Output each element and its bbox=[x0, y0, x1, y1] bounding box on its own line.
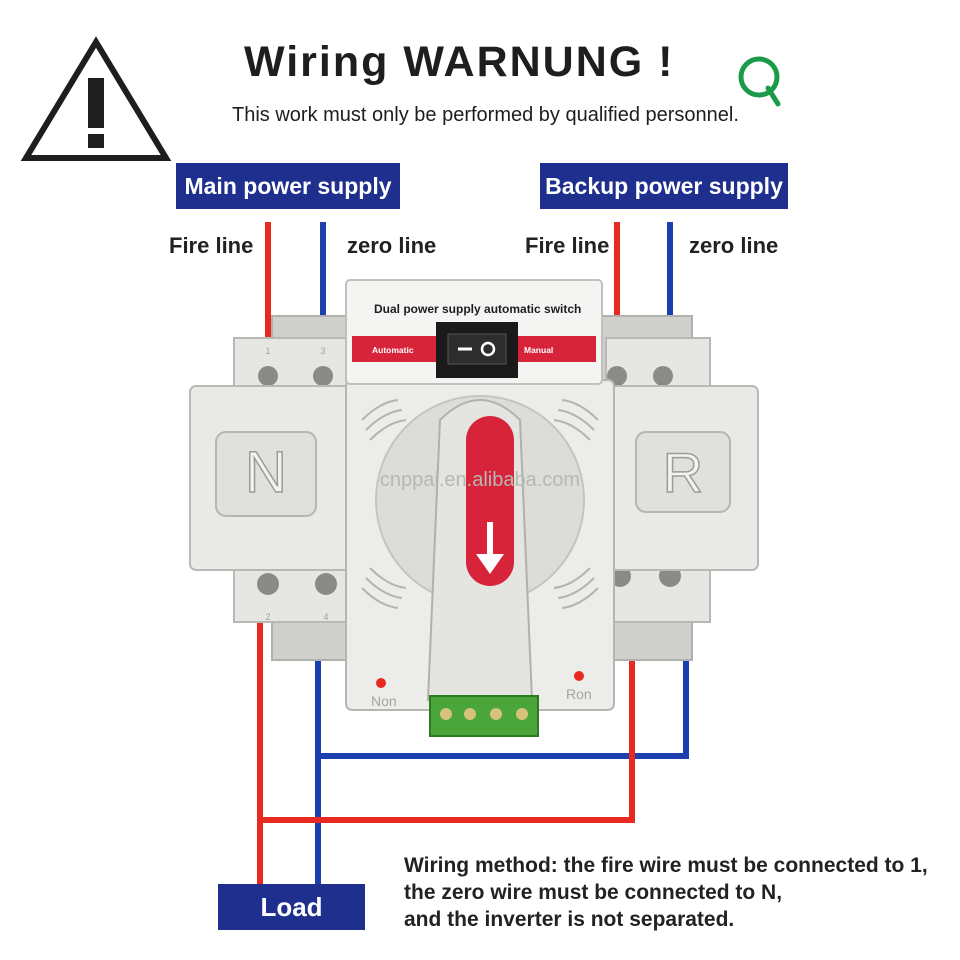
main-zero-line-label: zero line bbox=[347, 233, 437, 258]
backup-fire-line-label: Fire line bbox=[525, 233, 610, 258]
warning-triangle-icon bbox=[20, 36, 172, 161]
wiring-method-line-1: Wiring method: the fire wire must be con… bbox=[404, 854, 928, 877]
backup-zero-line-label: zero line bbox=[689, 233, 779, 258]
non-indicator-label: Non bbox=[371, 693, 397, 709]
terminal-2-label: 2 bbox=[265, 612, 270, 622]
quality-check-logo-icon bbox=[738, 56, 781, 107]
automatic-arrow-label: Automatic bbox=[372, 345, 414, 355]
wiring-method-line-3: and the inverter is not separated. bbox=[404, 908, 735, 931]
page-title: Wiring WARNUNG ! bbox=[244, 38, 675, 86]
module-n-letter: N bbox=[245, 440, 287, 505]
main-fire-line-label: Fire line bbox=[169, 233, 254, 258]
terminal-3-label: 3 bbox=[320, 346, 325, 356]
terminal-4-label: 4 bbox=[323, 612, 328, 622]
watermark: cnppai.en.alibaba.com bbox=[380, 469, 580, 491]
backup-fire-output-wire bbox=[260, 612, 635, 823]
wiring-method-text: Wiring method: the fire wire must be con… bbox=[404, 852, 928, 933]
module-r-letter: R bbox=[663, 441, 703, 504]
load-label: Load bbox=[218, 884, 365, 930]
backup-power-supply-label: Backup power supply bbox=[540, 163, 788, 209]
device-label: Dual power supply automatic switch bbox=[374, 302, 581, 316]
wiring-method-line-2: the zero wire must be connected to N, bbox=[404, 881, 783, 904]
manual-arrow-label: Manual bbox=[524, 345, 553, 355]
terminal-1-label: 1 bbox=[265, 346, 270, 356]
main-power-supply-label: Main power supply bbox=[176, 163, 400, 209]
page-subtitle: This work must only be performed by qual… bbox=[232, 104, 739, 126]
ron-indicator-label: Ron bbox=[566, 686, 592, 702]
transfer-switch-device bbox=[189, 279, 759, 737]
